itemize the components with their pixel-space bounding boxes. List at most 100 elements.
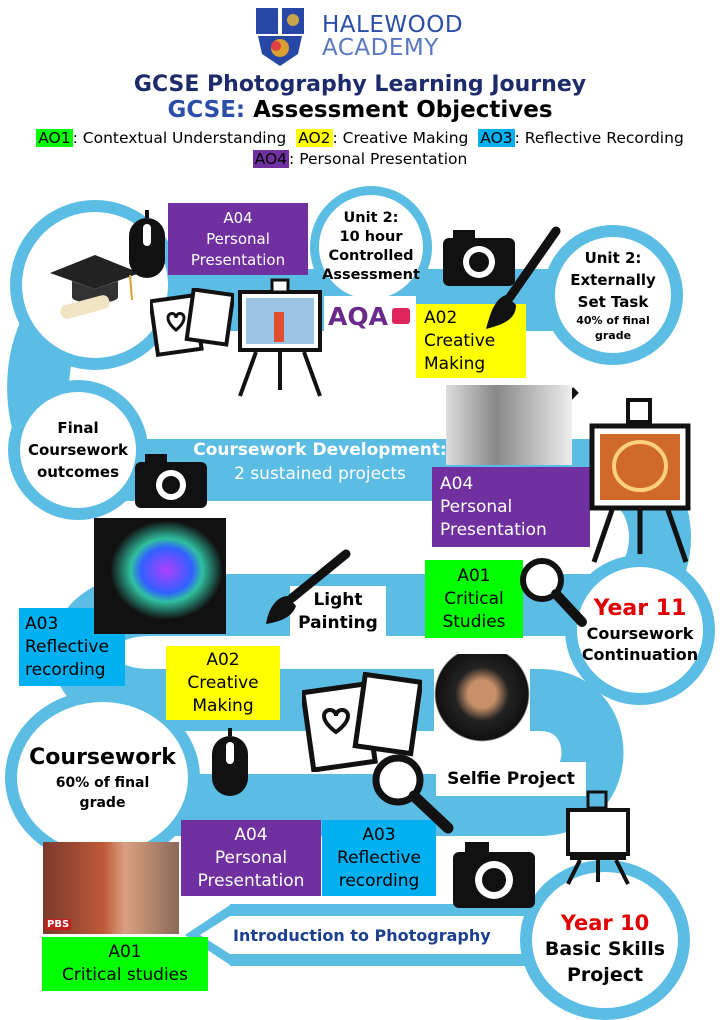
legend-ao3: AO3: Reflective Recording: [478, 129, 684, 147]
circle-text: Basic Skills: [544, 938, 666, 960]
box-text: A04: [234, 824, 268, 845]
box-selfie-project: Selfie Project: [436, 762, 586, 796]
box-text: Presentation: [190, 250, 286, 269]
graduation-cap-icon: [50, 255, 140, 319]
box-text: A04: [440, 473, 474, 494]
box-text: Personal: [206, 229, 270, 248]
circle-text: Set Task: [577, 293, 649, 311]
box-text: Creative: [187, 672, 259, 693]
dev-line1: Coursework Development:: [193, 440, 447, 460]
year-label: Year 10: [560, 911, 650, 935]
magnifier-icon: [372, 754, 454, 834]
circle-text: Unit 2:: [343, 210, 399, 226]
camera-icon: [453, 842, 535, 908]
mouse-icon: [129, 210, 165, 278]
circle-text: 40% of final: [576, 314, 650, 327]
box-text: Personal: [214, 847, 288, 868]
dev-line2: 2 sustained projects: [234, 464, 406, 484]
circle-text: Coursework: [27, 441, 129, 459]
easel-icon: [566, 790, 630, 885]
easel-icon: [589, 398, 691, 563]
circle-text: Project: [566, 964, 644, 986]
box-text: A04: [223, 208, 253, 227]
legend-ao4: AO4: Personal Presentation: [252, 150, 467, 168]
pbs-badge: PBS: [45, 919, 72, 930]
box-text: Painting: [298, 613, 378, 633]
subtitle-rest: Assessment Objectives: [245, 97, 553, 123]
legend-label: : Creative Making: [332, 129, 469, 147]
box-text: Critical studies: [62, 965, 188, 985]
year-label: Year 11: [593, 596, 687, 621]
box-text: Making: [192, 695, 254, 716]
box-text: Reflective: [337, 847, 421, 868]
legend-code: AO1: [36, 129, 73, 147]
box-text: A02: [424, 307, 458, 328]
legend-label: : Reflective Recording: [514, 129, 684, 147]
page-title: GCSE Photography Learning Journey: [133, 72, 587, 97]
legend-code: AO3: [478, 129, 515, 147]
road-label-intro: Introduction to Photography: [233, 926, 491, 945]
photo-teacher-avocado: PBS: [43, 842, 179, 934]
camera-icon: [443, 230, 515, 286]
polaroid-photos-icon: [150, 288, 234, 358]
photo-photographer-man: [434, 654, 530, 754]
road-label-development: Coursework Development: 2 sustained proj…: [190, 438, 450, 486]
circle-unit2-est: Unit 2: Externally Set Task 40% of final…: [543, 225, 683, 365]
paintbrush-icon: [266, 549, 351, 624]
legend-ao2: AO2: Creative Making: [296, 129, 468, 147]
box-text: Creative: [424, 330, 496, 351]
box-text: recording: [338, 870, 420, 891]
magnifier-icon: [520, 558, 587, 627]
circle-text: Coursework: [29, 744, 176, 770]
circle-text: grade: [594, 329, 632, 342]
legend-label: : Contextual Understanding: [72, 129, 287, 147]
polaroid-photos-icon: [302, 672, 422, 772]
circle-unit2-controlled: Unit 2: 10 hour Controlled Assessment: [310, 186, 432, 308]
box-text: Making: [424, 353, 486, 374]
box-text: A02: [206, 649, 240, 670]
easel-icon: [238, 278, 322, 397]
circle-text: 10 hour: [339, 229, 403, 245]
box-text: recording: [25, 659, 106, 680]
box-text: A01: [457, 565, 491, 586]
box-text: Presentation: [440, 519, 547, 540]
circle-final-coursework: Final Coursework outcomes: [8, 380, 148, 520]
legend-ao1: AO1: Contextual Understanding: [36, 129, 286, 147]
box-text: Presentation: [197, 870, 305, 891]
photo-light-painting: [94, 518, 226, 634]
box-text: A03: [362, 824, 396, 845]
aqa-text: AQA: [328, 301, 388, 331]
box-text: Reflective: [25, 636, 109, 657]
camera-icon: [135, 454, 207, 508]
school-name-line2: ACADEMY: [322, 35, 439, 61]
box-text: Studies: [442, 611, 506, 632]
aqa-swoosh: [391, 308, 410, 324]
aqa-logo: AQA: [324, 296, 416, 336]
circle-text: Continuation: [581, 645, 699, 664]
paintbrush-icon: [486, 226, 561, 329]
circle-text: Unit 2:: [584, 249, 642, 267]
circle-text: Coursework: [586, 624, 694, 643]
box-text: A01: [108, 942, 142, 962]
arrow-head-inner: [200, 916, 230, 954]
circle-text: Final: [57, 419, 99, 437]
legend-code: AO4: [252, 150, 290, 168]
mouse-icon: [212, 728, 248, 796]
circle-text: Controlled: [328, 248, 414, 264]
legend: AO1: Contextual Understanding AO2: Creat…: [0, 128, 720, 170]
box-text: Personal: [440, 496, 513, 517]
school-name: HALEWOOD ACADEMY: [322, 14, 463, 60]
subtitle-prefix: GCSE:: [167, 97, 246, 123]
circle-text: Assessment: [322, 267, 420, 283]
photo-photographer-woman: [446, 385, 572, 465]
box-text: A03: [25, 613, 59, 634]
